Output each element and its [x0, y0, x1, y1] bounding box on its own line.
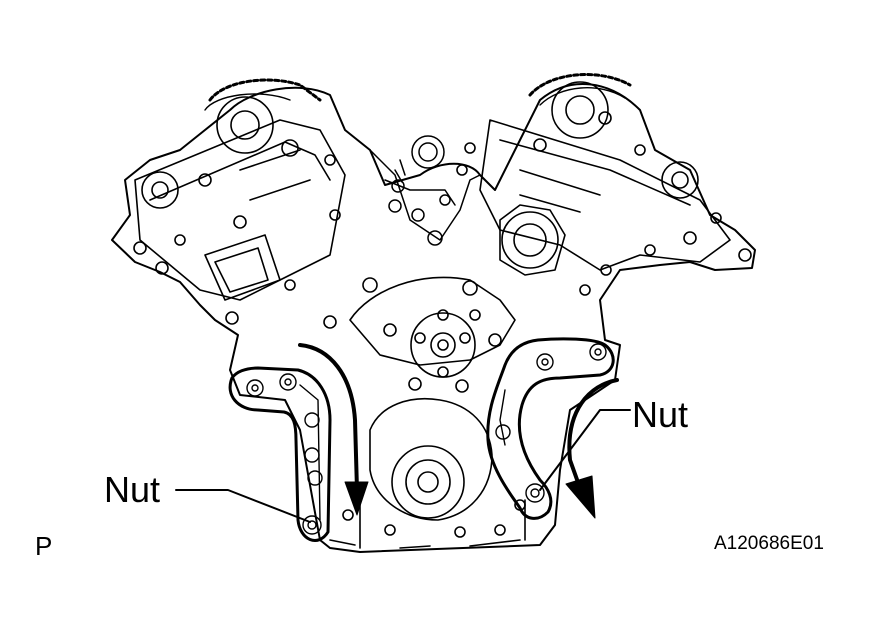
figure-code-label: A120686E01	[714, 533, 824, 554]
left-removal-arrow	[298, 343, 369, 516]
nut-left-callout-label: Nut	[104, 469, 161, 510]
left-cylinder-head	[133, 96, 346, 325]
right-chain-guide-outline	[486, 337, 615, 520]
view-marker-label: P	[35, 531, 53, 561]
nut-right-leader	[539, 409, 631, 491]
water-pump	[323, 204, 566, 393]
nut-right-callout-label: Nut	[632, 394, 689, 435]
crankshaft-pulley-area	[329, 398, 526, 549]
right-timing-chain	[528, 73, 632, 106]
engine-block-outline	[111, 83, 756, 553]
center-valley	[369, 135, 481, 246]
callout-leaders	[175, 409, 631, 523]
right-removal-arrow	[565, 378, 619, 519]
right-cylinder-head	[456, 81, 752, 296]
nut-left-leader	[175, 489, 311, 523]
left-chain-guide-outline	[228, 366, 332, 542]
left-timing-chain	[204, 78, 322, 111]
left-chain-guide-detail	[246, 373, 323, 535]
right-chain-guide-detail	[495, 343, 607, 503]
